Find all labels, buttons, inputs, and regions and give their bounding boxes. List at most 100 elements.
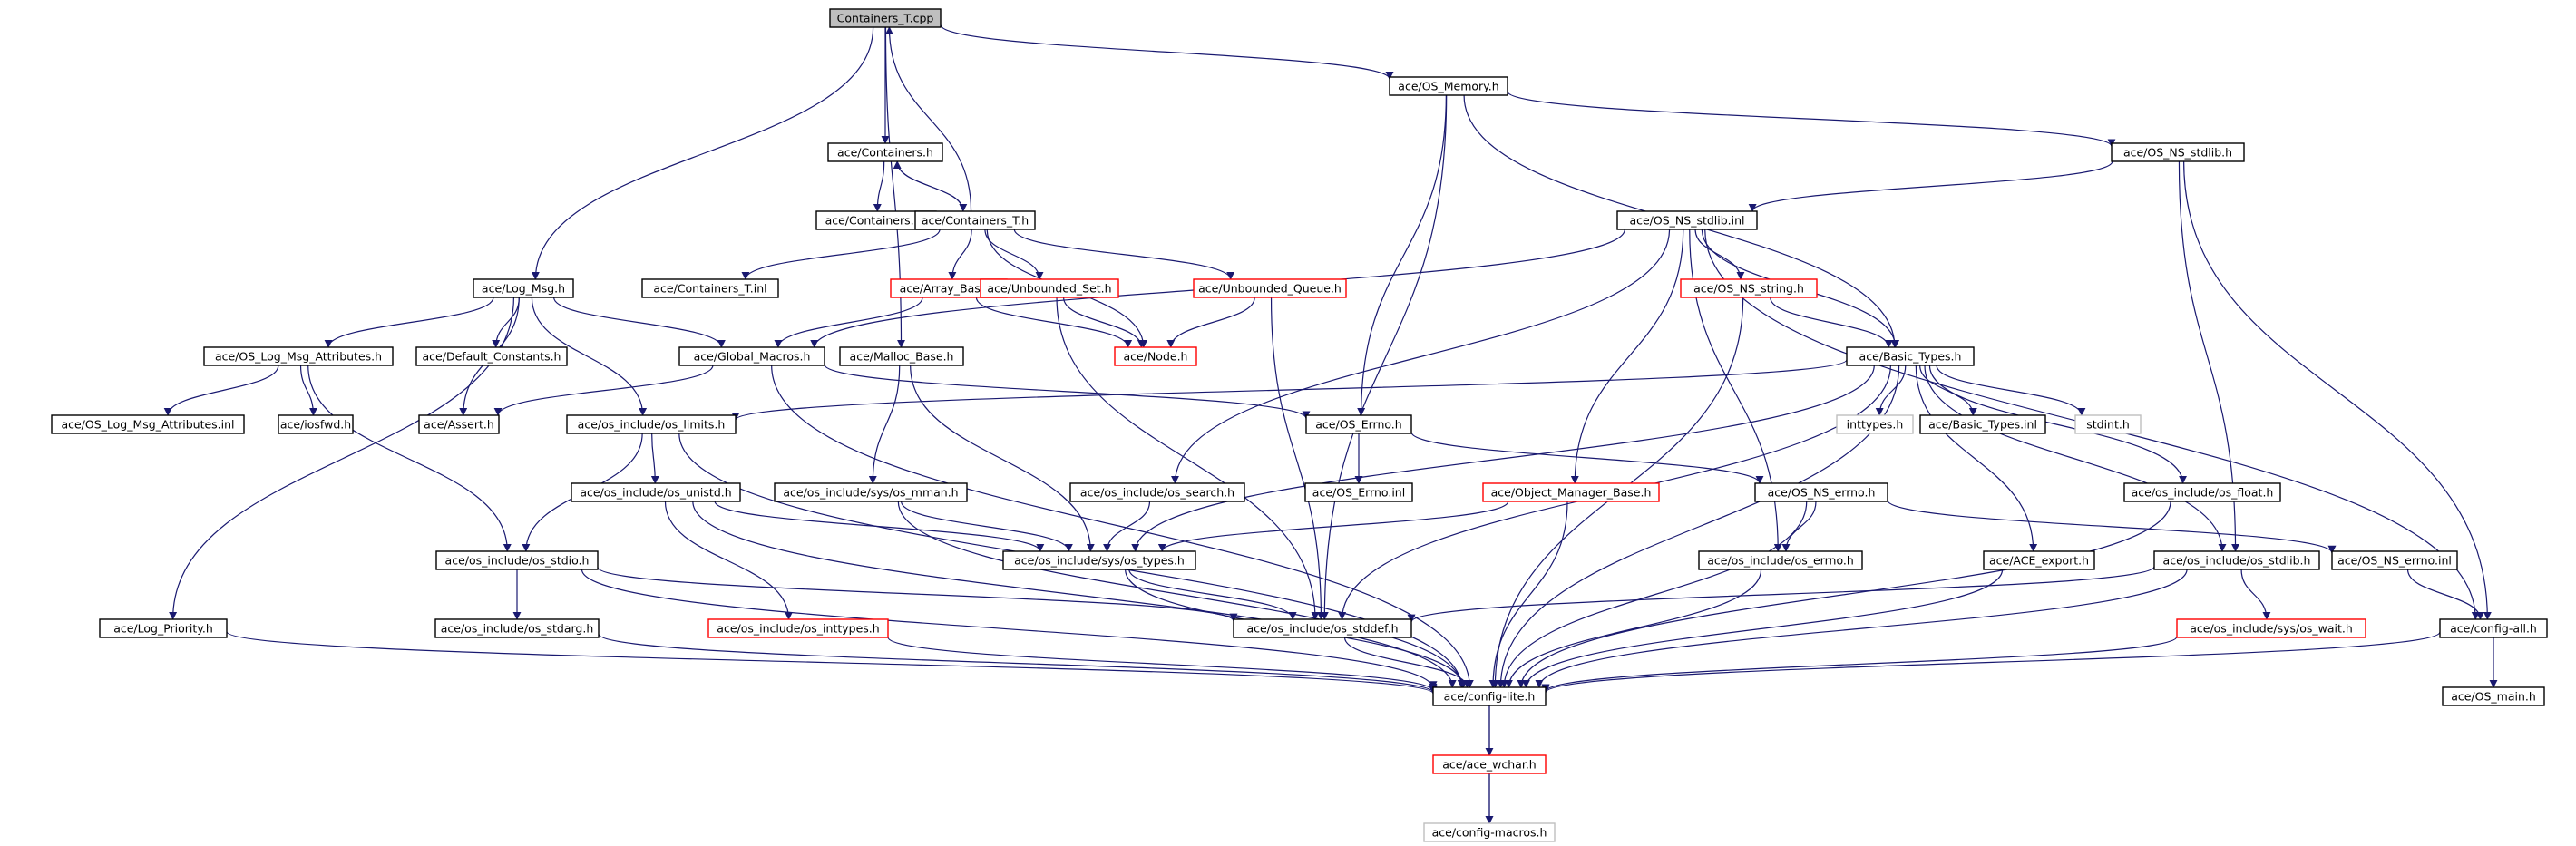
node-os-inttypes-h[interactable]: ace/os_include/os_inttypes.h — [707, 618, 889, 638]
node-os-memory-h[interactable]: ace/OS_Memory.h — [1389, 76, 1508, 96]
node-os-unistd-h[interactable]: ace/os_include/os_unistd.h — [571, 482, 741, 502]
node-os-log-msg-attributes-h[interactable]: ace/OS_Log_Msg_Attributes.h — [203, 346, 394, 366]
node-iosfwd-h[interactable]: ace/iosfwd.h — [278, 414, 354, 434]
edge-os_mman_h-to-config_lite_h — [897, 501, 1467, 688]
node-malloc-base-h[interactable]: ace/Malloc_Base.h — [839, 346, 964, 366]
node-box — [415, 346, 568, 366]
node-label: ace/Object_Manager_Base.h — [1491, 486, 1652, 500]
node-os-stdarg-h[interactable]: ace/os_include/os_stdarg.h — [434, 618, 600, 638]
edge-unbounded_set_h-to-os_stddef_h — [1056, 297, 1320, 620]
edge-os_stdlib_inc_h-to-os_stddef_h — [1407, 566, 2155, 623]
node-os-mman-h[interactable]: ace/os_include/sys/os_mman.h — [774, 482, 968, 502]
node-label: ace/OS_Errno.h — [1315, 418, 1401, 432]
node-log-msg-h[interactable]: ace/Log_Msg.h — [473, 278, 574, 298]
edge-os_float_h-to-config_lite_h — [1517, 501, 2171, 688]
node-os-ns-stdlib-h[interactable]: ace/OS_NS_stdlib.h — [2111, 142, 2245, 162]
edge-os_mman_h-to-os_types_h — [901, 501, 1073, 552]
edge-os_ns_stdlib_h-to-os_ns_stdlib_inl — [1748, 160, 2113, 212]
edge-ace_export_h-to-config_lite_h — [1521, 569, 2004, 688]
node-label: ace/OS_main.h — [2451, 690, 2536, 704]
node-label: ace/os_include/sys/os_wait.h — [2190, 622, 2353, 636]
edge-os_stdlib_inc_h-to-os_wait_h — [2240, 569, 2271, 620]
edge-log_msg_h-to-os_log_msg_attributes_h — [324, 297, 494, 348]
node-os-ns-string-h[interactable]: ace/OS_NS_string.h — [1680, 278, 1818, 298]
node-os-ns-stdlib-inl[interactable]: ace/OS_NS_stdlib.inl — [1616, 210, 1758, 230]
node-label: ace/OS_NS_errno.h — [1768, 486, 1876, 500]
edge-os_memory_h-to-os_stddef_h — [1320, 94, 1448, 620]
node-global-macros-h[interactable]: ace/Global_Macros.h — [678, 346, 825, 366]
node-box — [435, 550, 599, 570]
node-box — [2442, 686, 2545, 706]
node-os-errno-inl[interactable]: ace/OS_Errno.inl — [1304, 482, 1413, 502]
edge-global_macros_h-to-assert_h — [493, 365, 714, 416]
edge-unbounded_queue_h-to-node_h — [1166, 297, 1255, 348]
edge-os_limits_h-to-os_unistd_h — [650, 433, 659, 484]
node-box — [829, 8, 942, 28]
edge-basic_types_h-to-stdint_h — [1936, 365, 2086, 416]
edge-os_ns_string_h-to-basic_types_h — [1770, 297, 1893, 348]
node-box — [571, 482, 741, 502]
node-object-manager-base-h[interactable]: ace/Object_Manager_Base.h — [1482, 482, 1660, 502]
node-os-ns-errno-inl[interactable]: ace/OS_NS_errno.inl — [2331, 550, 2458, 570]
node-inttypes-h[interactable]: inttypes.h — [1836, 414, 1914, 434]
node-box — [980, 278, 1119, 298]
edge-basic_types_h-to-os_float_h — [1928, 365, 2187, 484]
node-containers-t-cpp[interactable]: Containers_T.cpp — [829, 8, 942, 28]
node-label: ace/Containers.inl — [825, 214, 928, 228]
node-os-log-msg-attributes-inl[interactable]: ace/OS_Log_Msg_Attributes.inl — [51, 414, 245, 434]
node-assert-h[interactable]: ace/Assert.h — [418, 414, 500, 434]
node-ace-wchar-h[interactable]: ace/ace_wchar.h — [1432, 754, 1547, 774]
edge-os_wait_h-to-config_lite_h — [1541, 636, 2178, 693]
node-os-errno-inc-h[interactable]: ace/os_include/os_errno.h — [1698, 550, 1863, 570]
edge-os_types_h-to-os_stddef_h — [1128, 569, 1297, 620]
node-label: ace/os_include/os_unistd.h — [580, 486, 731, 500]
node-label: ace/Containers_T.inl — [653, 282, 766, 296]
node-box — [1432, 754, 1547, 774]
node-label: ace/os_include/sys/os_types.h — [1014, 554, 1185, 568]
node-label: ace/Assert.h — [424, 418, 494, 432]
node-config-macros-h[interactable]: ace/config-macros.h — [1423, 822, 1556, 842]
edge-containers_t_cpp-to-log_msg_h — [531, 26, 874, 280]
node-os-types-h[interactable]: ace/os_include/sys/os_types.h — [1002, 550, 1196, 570]
node-label: ace/os_include/sys/os_mman.h — [783, 486, 958, 500]
node-array-base-h[interactable]: ace/Array_Base.h — [890, 278, 1008, 298]
node-default-constants-h[interactable]: ace/Default_Constants.h — [415, 346, 568, 366]
node-os-stdio-h[interactable]: ace/os_include/os_stdio.h — [435, 550, 599, 570]
node-node-h[interactable]: ace/Node.h — [1114, 346, 1197, 366]
edge-unbounded_set_h-to-node_h — [1063, 297, 1146, 348]
edge-malloc_base_h-to-os_mman_h — [868, 365, 901, 484]
node-unbounded-set-h[interactable]: ace/Unbounded_Set.h — [980, 278, 1119, 298]
node-containers-t-inl[interactable]: ace/Containers_T.inl — [641, 278, 779, 298]
node-unbounded-queue-h[interactable]: ace/Unbounded_Queue.h — [1193, 278, 1347, 298]
node-ace-export-h[interactable]: ace/ACE_export.h — [1983, 550, 2095, 570]
node-os-stdlib-inc-h[interactable]: ace/os_include/os_stdlib.h — [2153, 550, 2320, 570]
node-containers-inl[interactable]: ace/Containers.inl — [815, 210, 937, 230]
node-os-stddef-h[interactable]: ace/os_include/os_stddef.h — [1233, 618, 1412, 638]
node-os-search-h[interactable]: ace/os_include/os_search.h — [1069, 482, 1245, 502]
node-config-all-h[interactable]: ace/config-all.h — [2439, 618, 2548, 638]
edge-os_log_msg_attributes_h-to-iosfwd_h — [299, 365, 317, 416]
node-os-ns-errno-h[interactable]: ace/OS_NS_errno.h — [1754, 482, 1888, 502]
node-os-main-h[interactable]: ace/OS_main.h — [2442, 686, 2545, 706]
node-os-wait-h[interactable]: ace/os_include/sys/os_wait.h — [2176, 618, 2366, 638]
node-os-float-h[interactable]: ace/os_include/os_float.h — [2123, 482, 2281, 502]
node-containers-h[interactable]: ace/Containers.h — [827, 142, 943, 162]
node-basic-types-inl[interactable]: ace/Basic_Types.inl — [1919, 414, 2046, 434]
node-box — [1069, 482, 1245, 502]
node-box — [1846, 346, 1975, 366]
node-box — [278, 414, 354, 434]
node-box — [418, 414, 500, 434]
node-label: ace/os_include/os_stdio.h — [445, 554, 590, 568]
node-log-priority-h[interactable]: ace/Log_Priority.h — [99, 618, 228, 638]
node-containers-t-h[interactable]: ace/Containers_T.h — [914, 210, 1036, 230]
edge-global_macros_h-to-config_lite_h — [771, 365, 1474, 688]
node-basic-types-h[interactable]: ace/Basic_Types.h — [1846, 346, 1975, 366]
edge-os_ns_errno_h-to-os_ns_errno_inl — [1887, 500, 2337, 554]
node-label: ace/Unbounded_Set.h — [987, 282, 1111, 296]
node-config-lite-h[interactable]: ace/config-lite.h — [1432, 686, 1547, 706]
edge-log_msg_h-to-os_limits_h — [531, 297, 648, 416]
node-os-limits-h[interactable]: ace/os_include/os_limits.h — [566, 414, 737, 434]
node-stdint-h[interactable]: stdint.h — [2074, 414, 2142, 434]
node-os-errno-h[interactable]: ace/OS_Errno.h — [1305, 414, 1412, 434]
